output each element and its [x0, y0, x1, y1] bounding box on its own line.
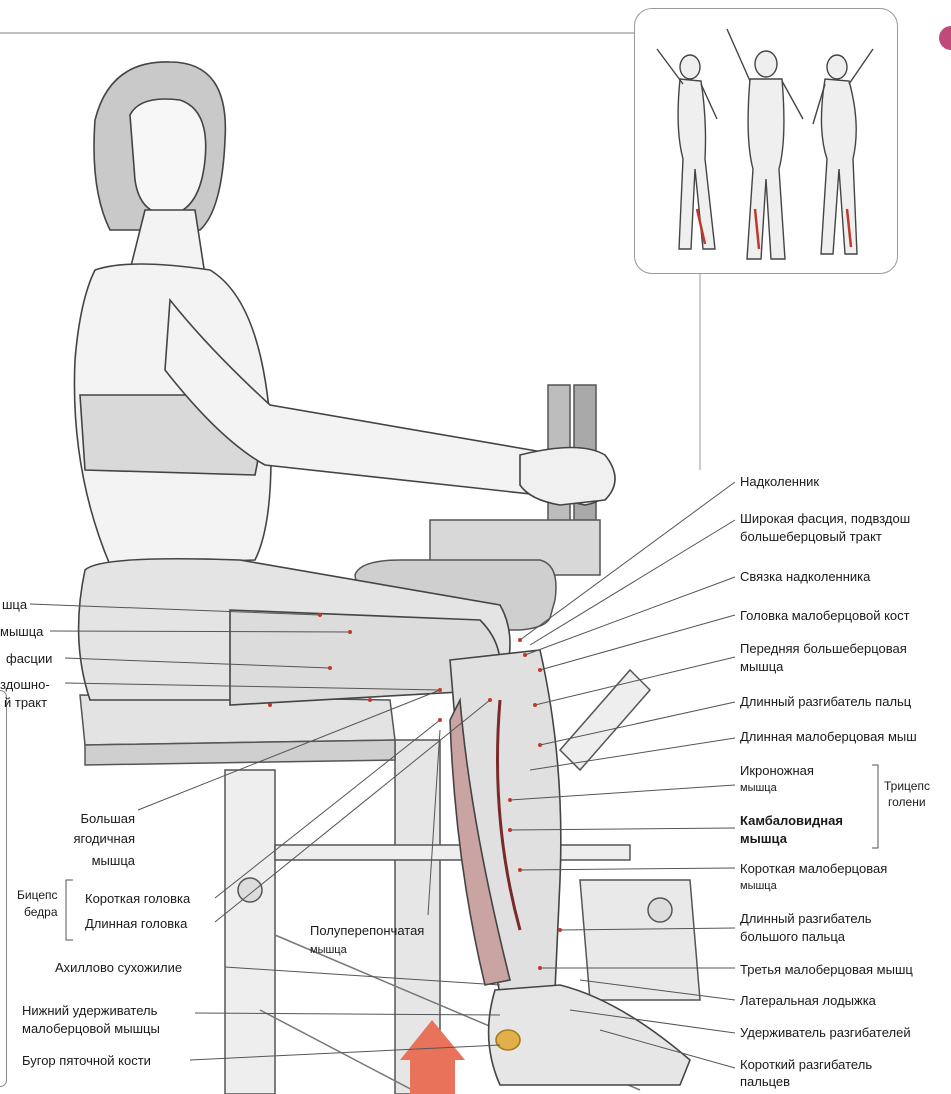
label-lodyzhka: Латеральная лодыжка: [740, 992, 876, 1009]
label-bolsh-1: Большая: [40, 810, 135, 827]
label-korotk-razg-1: Короткий разгибатель: [740, 1056, 872, 1073]
side-frame: [0, 690, 7, 1087]
label-dl-malober: Длинная малоберцовая мыш: [740, 728, 917, 745]
label-polu-2: мышца: [310, 942, 347, 959]
label-left-5: й тракт: [4, 694, 47, 711]
label-uderzh-razg: Удерживатель разгибателей: [740, 1024, 911, 1041]
label-tretya: Третья малоберцовая мышц: [740, 961, 913, 978]
label-dl-razg-bolsh-1: Длинный разгибатель: [740, 910, 872, 927]
label-biceps-1: Бицепс: [17, 887, 58, 904]
label-kambal-1: Камбаловидная: [740, 812, 843, 829]
label-dl-razg-bolsh-2: большого пальца: [740, 928, 845, 945]
label-korotk-golovka: Короткая головка: [85, 890, 190, 907]
label-left-4: здошно-: [0, 676, 50, 693]
label-peredn-2: мышца: [740, 658, 783, 675]
label-left-3: фасции: [6, 650, 52, 667]
label-bugor: Бугор пяточной кости: [22, 1052, 151, 1069]
label-ikronozh-1: Икроножная: [740, 762, 814, 779]
label-nadkolennik: Надколенник: [740, 473, 819, 490]
label-korotk-razg-2: пальцев: [740, 1073, 790, 1090]
label-peredn-1: Передняя большеберцовая: [740, 640, 907, 657]
label-polu-1: Полуперепончатая: [310, 922, 424, 939]
label-triceps-2: голени: [888, 794, 926, 811]
label-biceps-2: бедра: [24, 904, 58, 921]
muscle-overview-inset: [634, 8, 898, 274]
label-left-1: шца: [2, 596, 27, 613]
label-dl-razg-palcev: Длинный разгибатель пальц: [740, 693, 911, 710]
label-nizh-2: малоберцовой мышцы: [22, 1020, 160, 1037]
label-korotk-malober-1: Короткая малоберцовая: [740, 860, 887, 877]
label-kambal-2: мышца: [740, 830, 787, 847]
label-dl-golovka: Длинная головка: [85, 915, 187, 932]
label-triceps-1: Трицепс: [884, 778, 930, 795]
seat: [80, 695, 395, 765]
label-ahill: Ахиллово сухожилие: [55, 959, 182, 976]
label-korotk-malober-2: мышца: [740, 878, 777, 895]
label-fascia-1: Широкая фасция, подвздош: [740, 510, 910, 527]
label-left-2: мышца: [0, 623, 43, 640]
label-bolsh-3: мышца: [40, 852, 135, 869]
figures-illustration: [635, 9, 897, 273]
label-fascia-2: большеберцовый тракт: [740, 528, 882, 545]
label-svyazka: Связка надколенника: [740, 568, 870, 585]
label-bolsh-2: ягодичная: [40, 830, 135, 847]
label-nizh-1: Нижний удерживатель: [22, 1002, 157, 1019]
label-golovka: Головка малоберцовой кост: [740, 607, 910, 624]
label-ikronozh-2: мышца: [740, 780, 777, 797]
